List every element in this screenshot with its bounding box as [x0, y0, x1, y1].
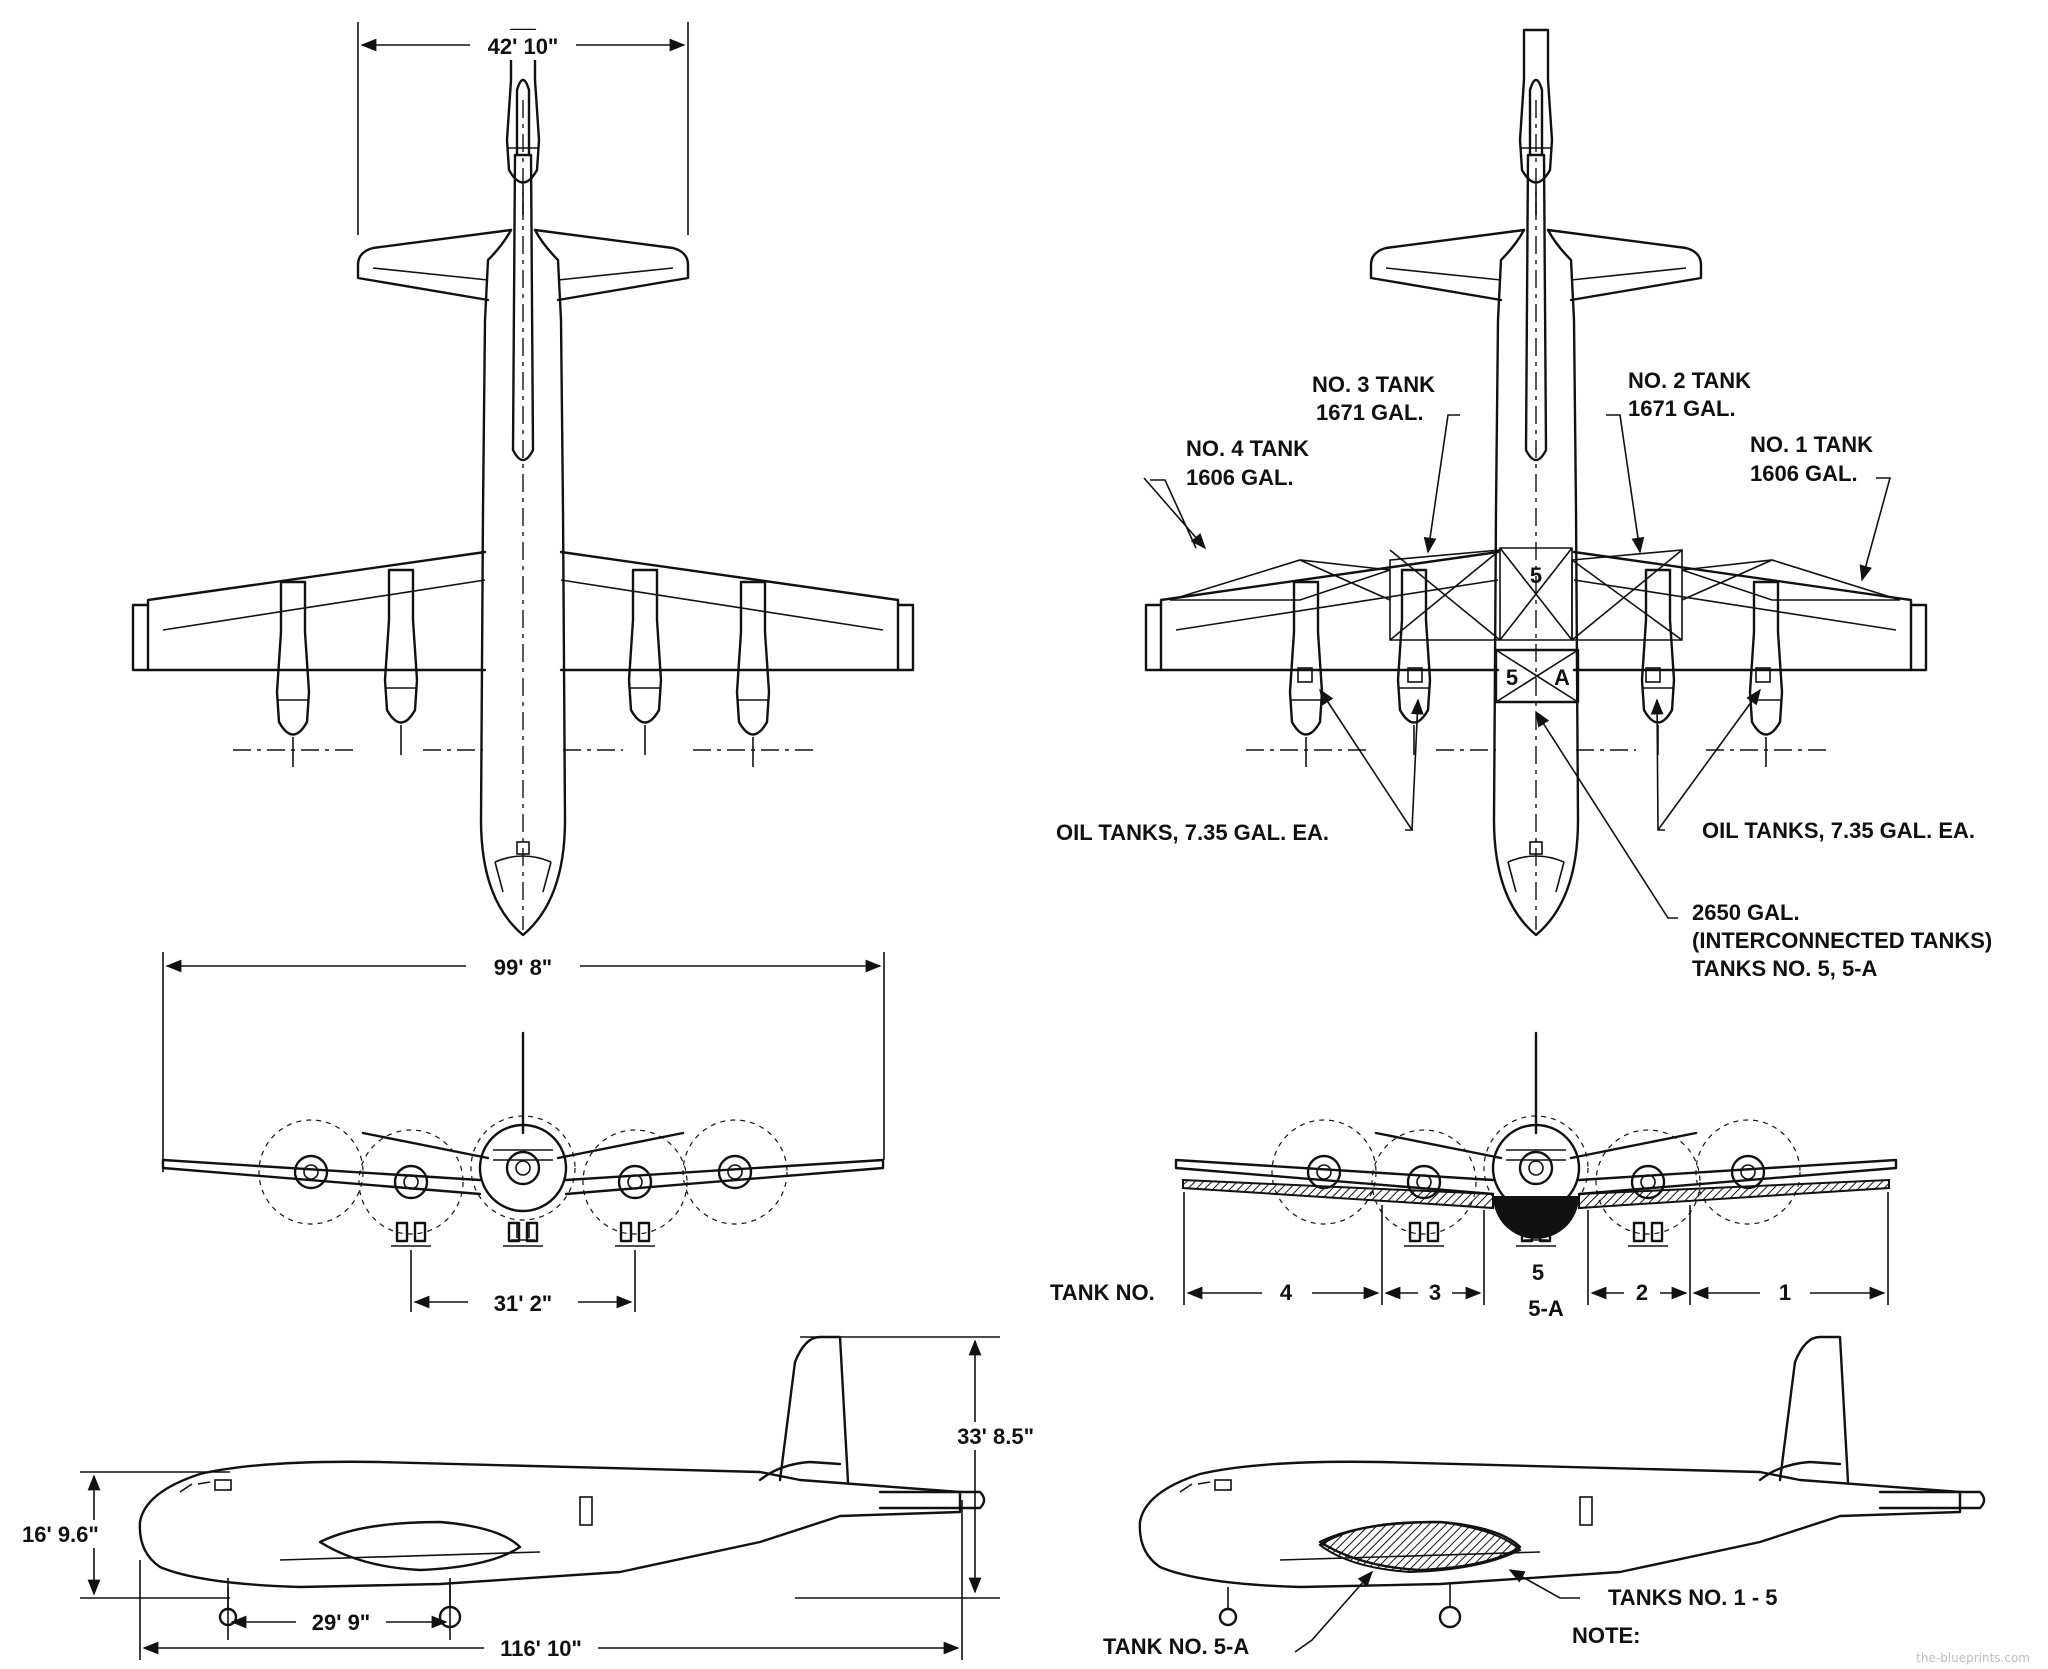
tank-3-name: NO. 3 TANK [1312, 372, 1435, 397]
tank-3-capacity: 1671 GAL. [1316, 400, 1424, 425]
tank-1-name: NO. 1 TANK [1750, 432, 1873, 457]
front-view-right-tanks: TANK NO. 4 3 5 5-A 2 1 [1050, 1033, 1896, 1321]
tank-box-label-a: A [1554, 665, 1570, 690]
interconnected-capacity: 2650 GAL. [1692, 900, 1800, 925]
wingspan-dimension: 99' 8" [494, 955, 552, 980]
tank-1-capacity: 1606 GAL. [1750, 461, 1858, 486]
tank-4-capacity: 1606 GAL. [1186, 465, 1294, 490]
tank-2-name: NO. 2 TANK [1628, 368, 1751, 393]
oil-tanks-right-label: OIL TANKS, 7.35 GAL. EA. [1702, 818, 1975, 843]
gear-track-dimension: 31' 2" [494, 1291, 552, 1316]
tank-map-3: 3 [1429, 1280, 1441, 1305]
note-label: NOTE: [1572, 1623, 1640, 1648]
tank-map-2: 2 [1636, 1280, 1648, 1305]
tank-5a-label: TANK NO. 5-A [1103, 1634, 1249, 1659]
tanks-1-5-label: TANKS NO. 1 - 5 [1608, 1585, 1778, 1610]
wheelbase-dimension: 29' 9" [312, 1610, 370, 1635]
top-view-right-tanks: 5 5 A NO. 3 TANK 1671 GAL. NO. 2 TANK 16… [1056, 30, 1992, 981]
fuselage-height-dimension: 16' 9.6" [22, 1522, 99, 1547]
tank-map-5a: 5-A [1528, 1296, 1564, 1321]
tank-5-marker: 5 [1530, 563, 1542, 588]
oil-tanks-left-label: OIL TANKS, 7.35 GAL. EA. [1056, 820, 1329, 845]
tank-box-label-5: 5 [1506, 665, 1518, 690]
interconnected-label: (INTERCONNECTED TANKS) [1692, 928, 1992, 953]
tail-span-dimension: 42' 10" [488, 34, 559, 59]
tank-map-5: 5 [1532, 1260, 1544, 1285]
top-view-left: 42' 10" [133, 22, 913, 935]
length-dimension: 116' 10" [500, 1636, 582, 1661]
interconnected-tanks: TANKS NO. 5, 5-A [1692, 956, 1878, 981]
tank-map-label: TANK NO. [1050, 1280, 1155, 1305]
side-view-left: 33' 8.5" 16' 9.6" 29' 9" 116' 10" [20, 1335, 1038, 1662]
tank-map-4: 4 [1280, 1280, 1293, 1305]
tank-2-capacity: 1671 GAL. [1628, 396, 1736, 421]
front-view-left: 99' 8" 31' 2" [163, 951, 885, 1316]
side-view-right: TANKS NO. 1 - 5 TANK NO. 5-A NOTE: [1103, 1335, 1986, 1659]
tank-4-name: NO. 4 TANK [1186, 436, 1309, 461]
watermark: the-blueprints.com [1916, 1651, 2030, 1665]
height-dimension: 33' 8.5" [957, 1424, 1034, 1449]
tank-map-1: 1 [1779, 1280, 1791, 1305]
